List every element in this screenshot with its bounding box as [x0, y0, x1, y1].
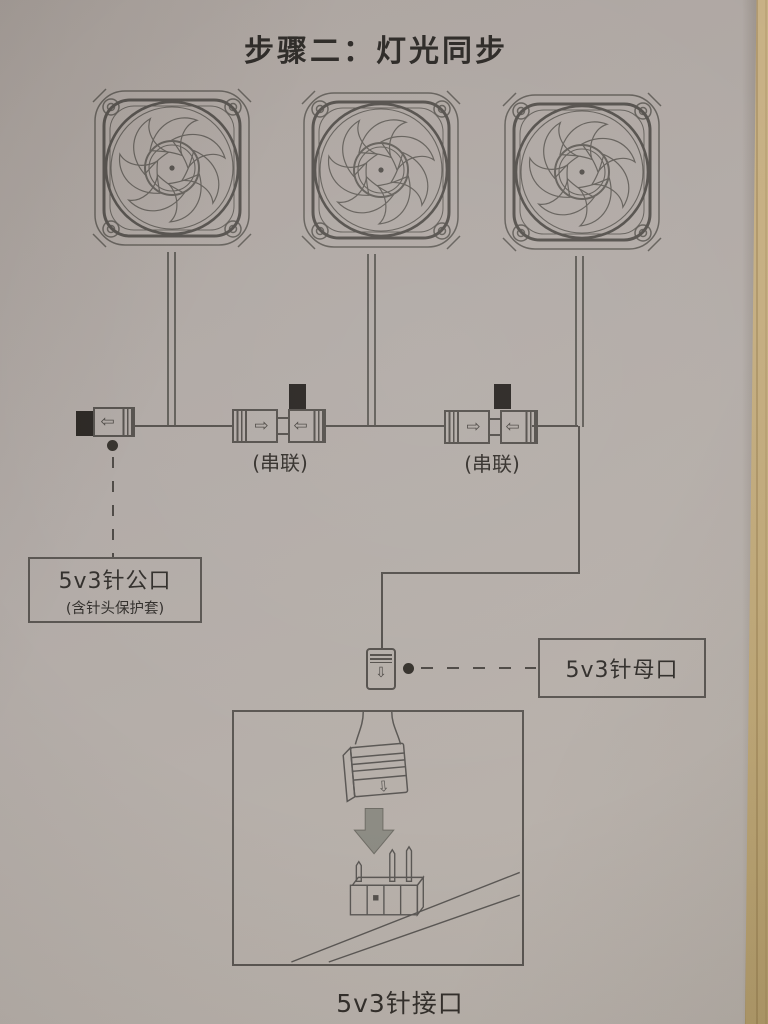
male-connector-5v3pin: ⇦	[93, 407, 135, 437]
wire-pair1-to-pair2	[326, 425, 444, 427]
coupling	[490, 418, 500, 436]
connector-ribs	[120, 409, 133, 435]
plug-connector-3d: ⇩	[342, 742, 409, 803]
connector-ribs	[234, 411, 247, 441]
dashed-leader-right	[421, 667, 536, 669]
wire-to-female-connector	[381, 573, 383, 648]
big-down-arrow-icon	[353, 807, 395, 855]
connector-ribs	[523, 412, 536, 442]
series-label-1: (串联)	[252, 451, 308, 475]
arrow-right-icon: ⇨	[254, 415, 269, 436]
arrow-down-icon: ⇩	[375, 665, 387, 681]
dashed-leader-left	[112, 457, 114, 557]
connector-ribs	[446, 412, 459, 442]
page-title: 步骤二：灯光同步	[244, 34, 508, 69]
fan-1-cable	[167, 252, 176, 426]
series-connector-pair-1: ⇨ ⇦	[232, 409, 326, 443]
plug-cable	[354, 711, 402, 745]
header-caption: 5v3针接口	[336, 989, 464, 1018]
male-connector-sublabel: (含针头保护套)	[65, 600, 165, 617]
female-connector-label-box: 5v3针母口	[538, 638, 706, 698]
fan-2-cable	[367, 254, 376, 426]
male-connector-label: 5v3针公口	[58, 568, 172, 594]
fan-2	[297, 86, 465, 254]
fan-1	[88, 84, 256, 252]
arrow-right-icon: ⇨	[466, 416, 481, 437]
connector-female: ⇦	[288, 409, 326, 443]
male-connector-label-box: 5v3针公口 (含针头保护套)	[28, 557, 202, 623]
fan-3	[498, 88, 666, 256]
wire-bottom-horizontal	[381, 572, 580, 574]
series-label-2: (串联)	[464, 452, 520, 476]
coupling	[278, 417, 288, 435]
argb-3pin-header	[349, 845, 425, 917]
arrow-left-icon: ⇦	[100, 411, 115, 432]
fan-3-cable	[575, 256, 584, 427]
connector-ribs	[311, 411, 324, 441]
motherboard-header-detail-box: ⇩	[232, 710, 524, 966]
connector-male: ⇨	[444, 410, 490, 444]
female-connector-label: 5v3针母口	[565, 658, 679, 683]
connector-ribs	[370, 652, 392, 663]
header-plug-illustration: ⇩	[291, 711, 521, 963]
arrow-left-icon: ⇦	[505, 416, 520, 437]
arrow-left-icon: ⇦	[293, 415, 308, 436]
pin-protective-cap-left	[76, 411, 93, 436]
connector-male: ⇨	[232, 409, 278, 443]
connector-female: ⇦	[500, 410, 538, 444]
motherboard-edge-lines	[291, 871, 521, 963]
leader-dot-right	[403, 663, 414, 674]
series-connector-pair-2: ⇨ ⇦	[444, 410, 538, 444]
leader-dot-left	[107, 440, 118, 451]
wire-down-from-fan3	[578, 426, 580, 573]
arrow-down-icon: ⇩	[377, 778, 391, 796]
pin-protective-cap-pair2	[494, 384, 511, 409]
wire-left-to-pair1	[134, 425, 232, 427]
pin-protective-cap-pair1	[289, 384, 306, 409]
wire-pair2-to-fan3	[532, 425, 578, 427]
female-connector-5v3pin: ⇩	[366, 648, 396, 690]
